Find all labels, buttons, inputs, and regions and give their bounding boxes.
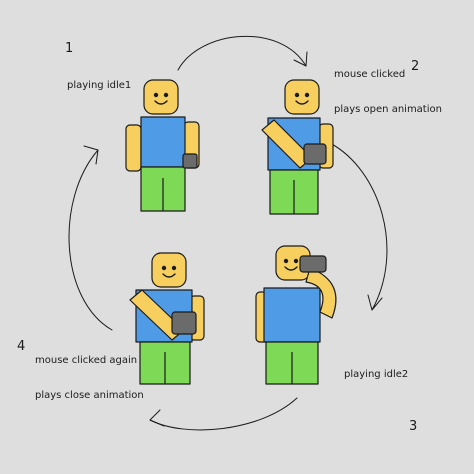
step-4-number: 4	[17, 339, 26, 354]
step-4-caption-1: mouse clicked again	[35, 355, 138, 366]
arrow-icon	[177, 36, 307, 71]
arrow-icon	[149, 409, 165, 427]
figure-idle2	[255, 245, 337, 385]
arrow-icon	[83, 145, 99, 165]
figure-open-animation	[261, 79, 334, 215]
arrow-icon	[329, 142, 388, 311]
figure-close-animation	[129, 252, 205, 385]
step-1-caption: playing idle1	[67, 80, 132, 91]
step-3-number: 3	[409, 419, 418, 434]
step-2-caption-1: mouse clicked	[334, 69, 406, 80]
arrow-icon	[293, 51, 308, 67]
cycle-arrows	[68, 36, 388, 431]
step-1-number: 1	[65, 41, 74, 56]
step-4-caption-2: plays close animation	[35, 390, 144, 401]
figure-idle1	[125, 79, 200, 212]
arrow-icon	[149, 397, 298, 431]
arrow-icon	[68, 149, 113, 331]
step-2-caption-2: plays open animation	[334, 104, 442, 115]
step-3-caption: playing idle2	[344, 369, 409, 380]
step-2-number: 2	[411, 59, 420, 74]
arrow-icon	[367, 294, 383, 311]
